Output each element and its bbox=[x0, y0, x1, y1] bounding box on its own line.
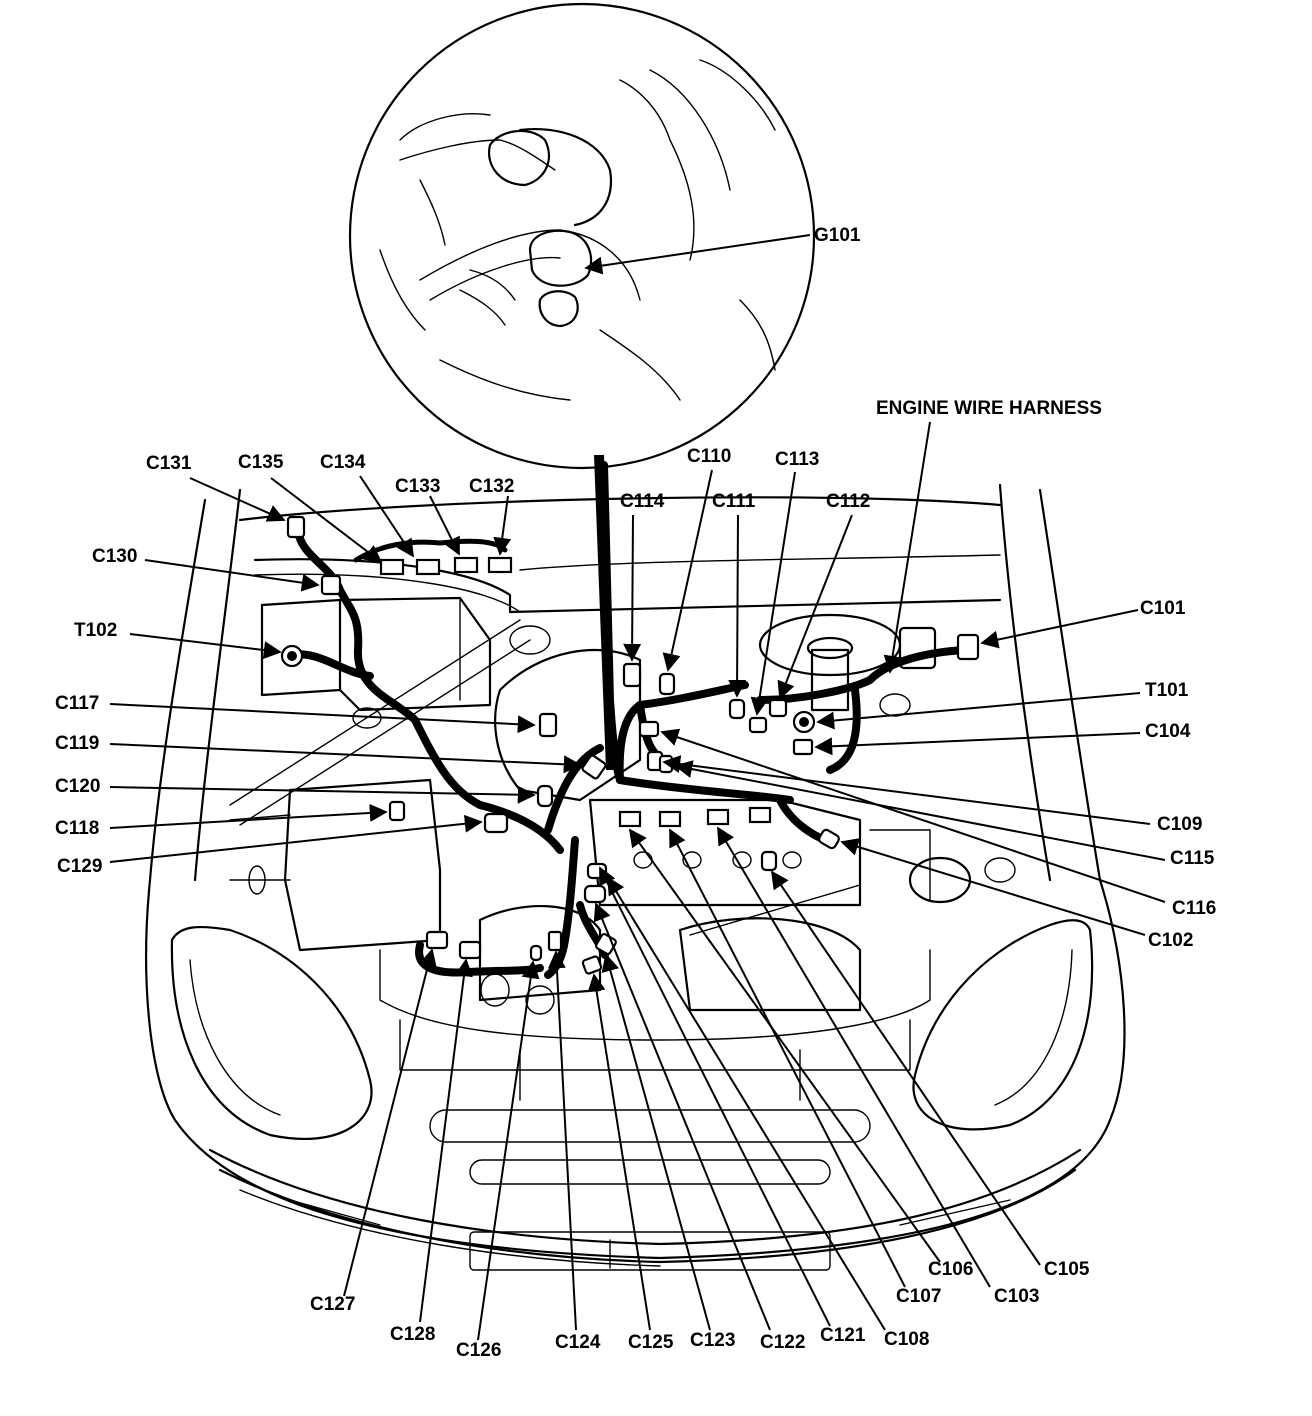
connector-c125 bbox=[581, 955, 603, 975]
label-c115: C115 bbox=[1170, 848, 1215, 869]
label-c106: C106 bbox=[928, 1259, 973, 1280]
connector-c120 bbox=[536, 784, 554, 808]
connector-c112 bbox=[768, 698, 788, 718]
label-c121: C121 bbox=[820, 1325, 866, 1346]
connector-c107 bbox=[658, 810, 682, 828]
label-c112: C112 bbox=[826, 491, 870, 512]
label-c110: C110 bbox=[687, 446, 731, 467]
connector-c119 bbox=[581, 754, 607, 780]
connector-c135 bbox=[379, 558, 405, 576]
label-c117: C117 bbox=[55, 693, 99, 714]
callout-labels: G101 ENGINE WIRE HARNESS C131 C135 C134 … bbox=[55, 225, 1216, 1361]
right-headlight bbox=[912, 919, 1094, 1131]
label-c102: C102 bbox=[1148, 930, 1193, 951]
connector-c127 bbox=[425, 930, 449, 950]
label-c124: C124 bbox=[555, 1332, 601, 1353]
ground-strap bbox=[594, 455, 614, 770]
connector-c114 bbox=[622, 662, 642, 688]
connector-c129 bbox=[483, 812, 509, 834]
connector-c130 bbox=[320, 574, 342, 596]
connector-c124 bbox=[547, 930, 563, 952]
label-c114: C114 bbox=[620, 491, 665, 512]
label-c119: C119 bbox=[55, 733, 99, 754]
connector-c116 bbox=[638, 720, 660, 738]
label-t101: T101 bbox=[1145, 680, 1189, 701]
connector-c118 bbox=[388, 800, 406, 822]
connector-c103 bbox=[706, 808, 730, 826]
connector-c106 bbox=[618, 810, 642, 828]
label-c101: C101 bbox=[1140, 598, 1186, 619]
connector-c101 bbox=[956, 633, 980, 661]
label-c126: C126 bbox=[456, 1340, 501, 1361]
label-c135: C135 bbox=[238, 452, 284, 473]
label-c128: C128 bbox=[390, 1324, 435, 1345]
connector-c122 bbox=[583, 884, 607, 904]
label-t102: T102 bbox=[74, 620, 117, 641]
connector-c102 bbox=[818, 828, 840, 850]
label-c123: C123 bbox=[690, 1330, 735, 1351]
label-c134: C134 bbox=[320, 452, 366, 473]
label-c133: C133 bbox=[395, 476, 440, 497]
label-c107: C107 bbox=[896, 1286, 941, 1307]
label-c116: C116 bbox=[1172, 898, 1216, 919]
connector-c113 bbox=[748, 716, 768, 734]
label-c132: C132 bbox=[469, 476, 514, 497]
label-c103: C103 bbox=[994, 1286, 1039, 1307]
label-c108: C108 bbox=[884, 1329, 929, 1350]
g101-detail-inset bbox=[348, 2, 816, 470]
label-c130: C130 bbox=[92, 546, 137, 567]
connector-c104 bbox=[792, 738, 814, 756]
connector-c132 bbox=[487, 556, 513, 574]
connector-c133 bbox=[453, 556, 479, 574]
connector-c131 bbox=[286, 515, 306, 539]
label-c122: C122 bbox=[760, 1332, 805, 1353]
label-c113: C113 bbox=[775, 449, 819, 470]
label-c111: C111 bbox=[712, 491, 756, 512]
connector-c105 bbox=[748, 806, 772, 824]
connector-c108 bbox=[760, 850, 778, 872]
connector-c134 bbox=[415, 558, 441, 576]
label-c104: C104 bbox=[1145, 721, 1191, 742]
connectors bbox=[280, 515, 980, 975]
connector-c111 bbox=[728, 698, 746, 720]
left-headlight bbox=[170, 925, 373, 1140]
label-c109: C109 bbox=[1157, 814, 1202, 835]
label-c125: C125 bbox=[628, 1332, 674, 1353]
engine-wire-harness bbox=[286, 461, 969, 979]
connector-c128 bbox=[458, 940, 482, 960]
label-g101: G101 bbox=[814, 225, 861, 246]
connector-c115 bbox=[658, 754, 674, 774]
leader-lines bbox=[109, 234, 1166, 1341]
label-c127: C127 bbox=[310, 1294, 355, 1315]
label-c129: C129 bbox=[57, 856, 102, 877]
connector-c126 bbox=[529, 944, 543, 962]
connector-c110 bbox=[658, 672, 676, 696]
label-c131: C131 bbox=[146, 453, 192, 474]
connector-c117 bbox=[538, 712, 558, 738]
label-c118: C118 bbox=[55, 818, 99, 839]
label-c120: C120 bbox=[55, 776, 100, 797]
label-engine-wire-harness: ENGINE WIRE HARNESS bbox=[876, 398, 1102, 419]
label-c105: C105 bbox=[1044, 1259, 1090, 1280]
